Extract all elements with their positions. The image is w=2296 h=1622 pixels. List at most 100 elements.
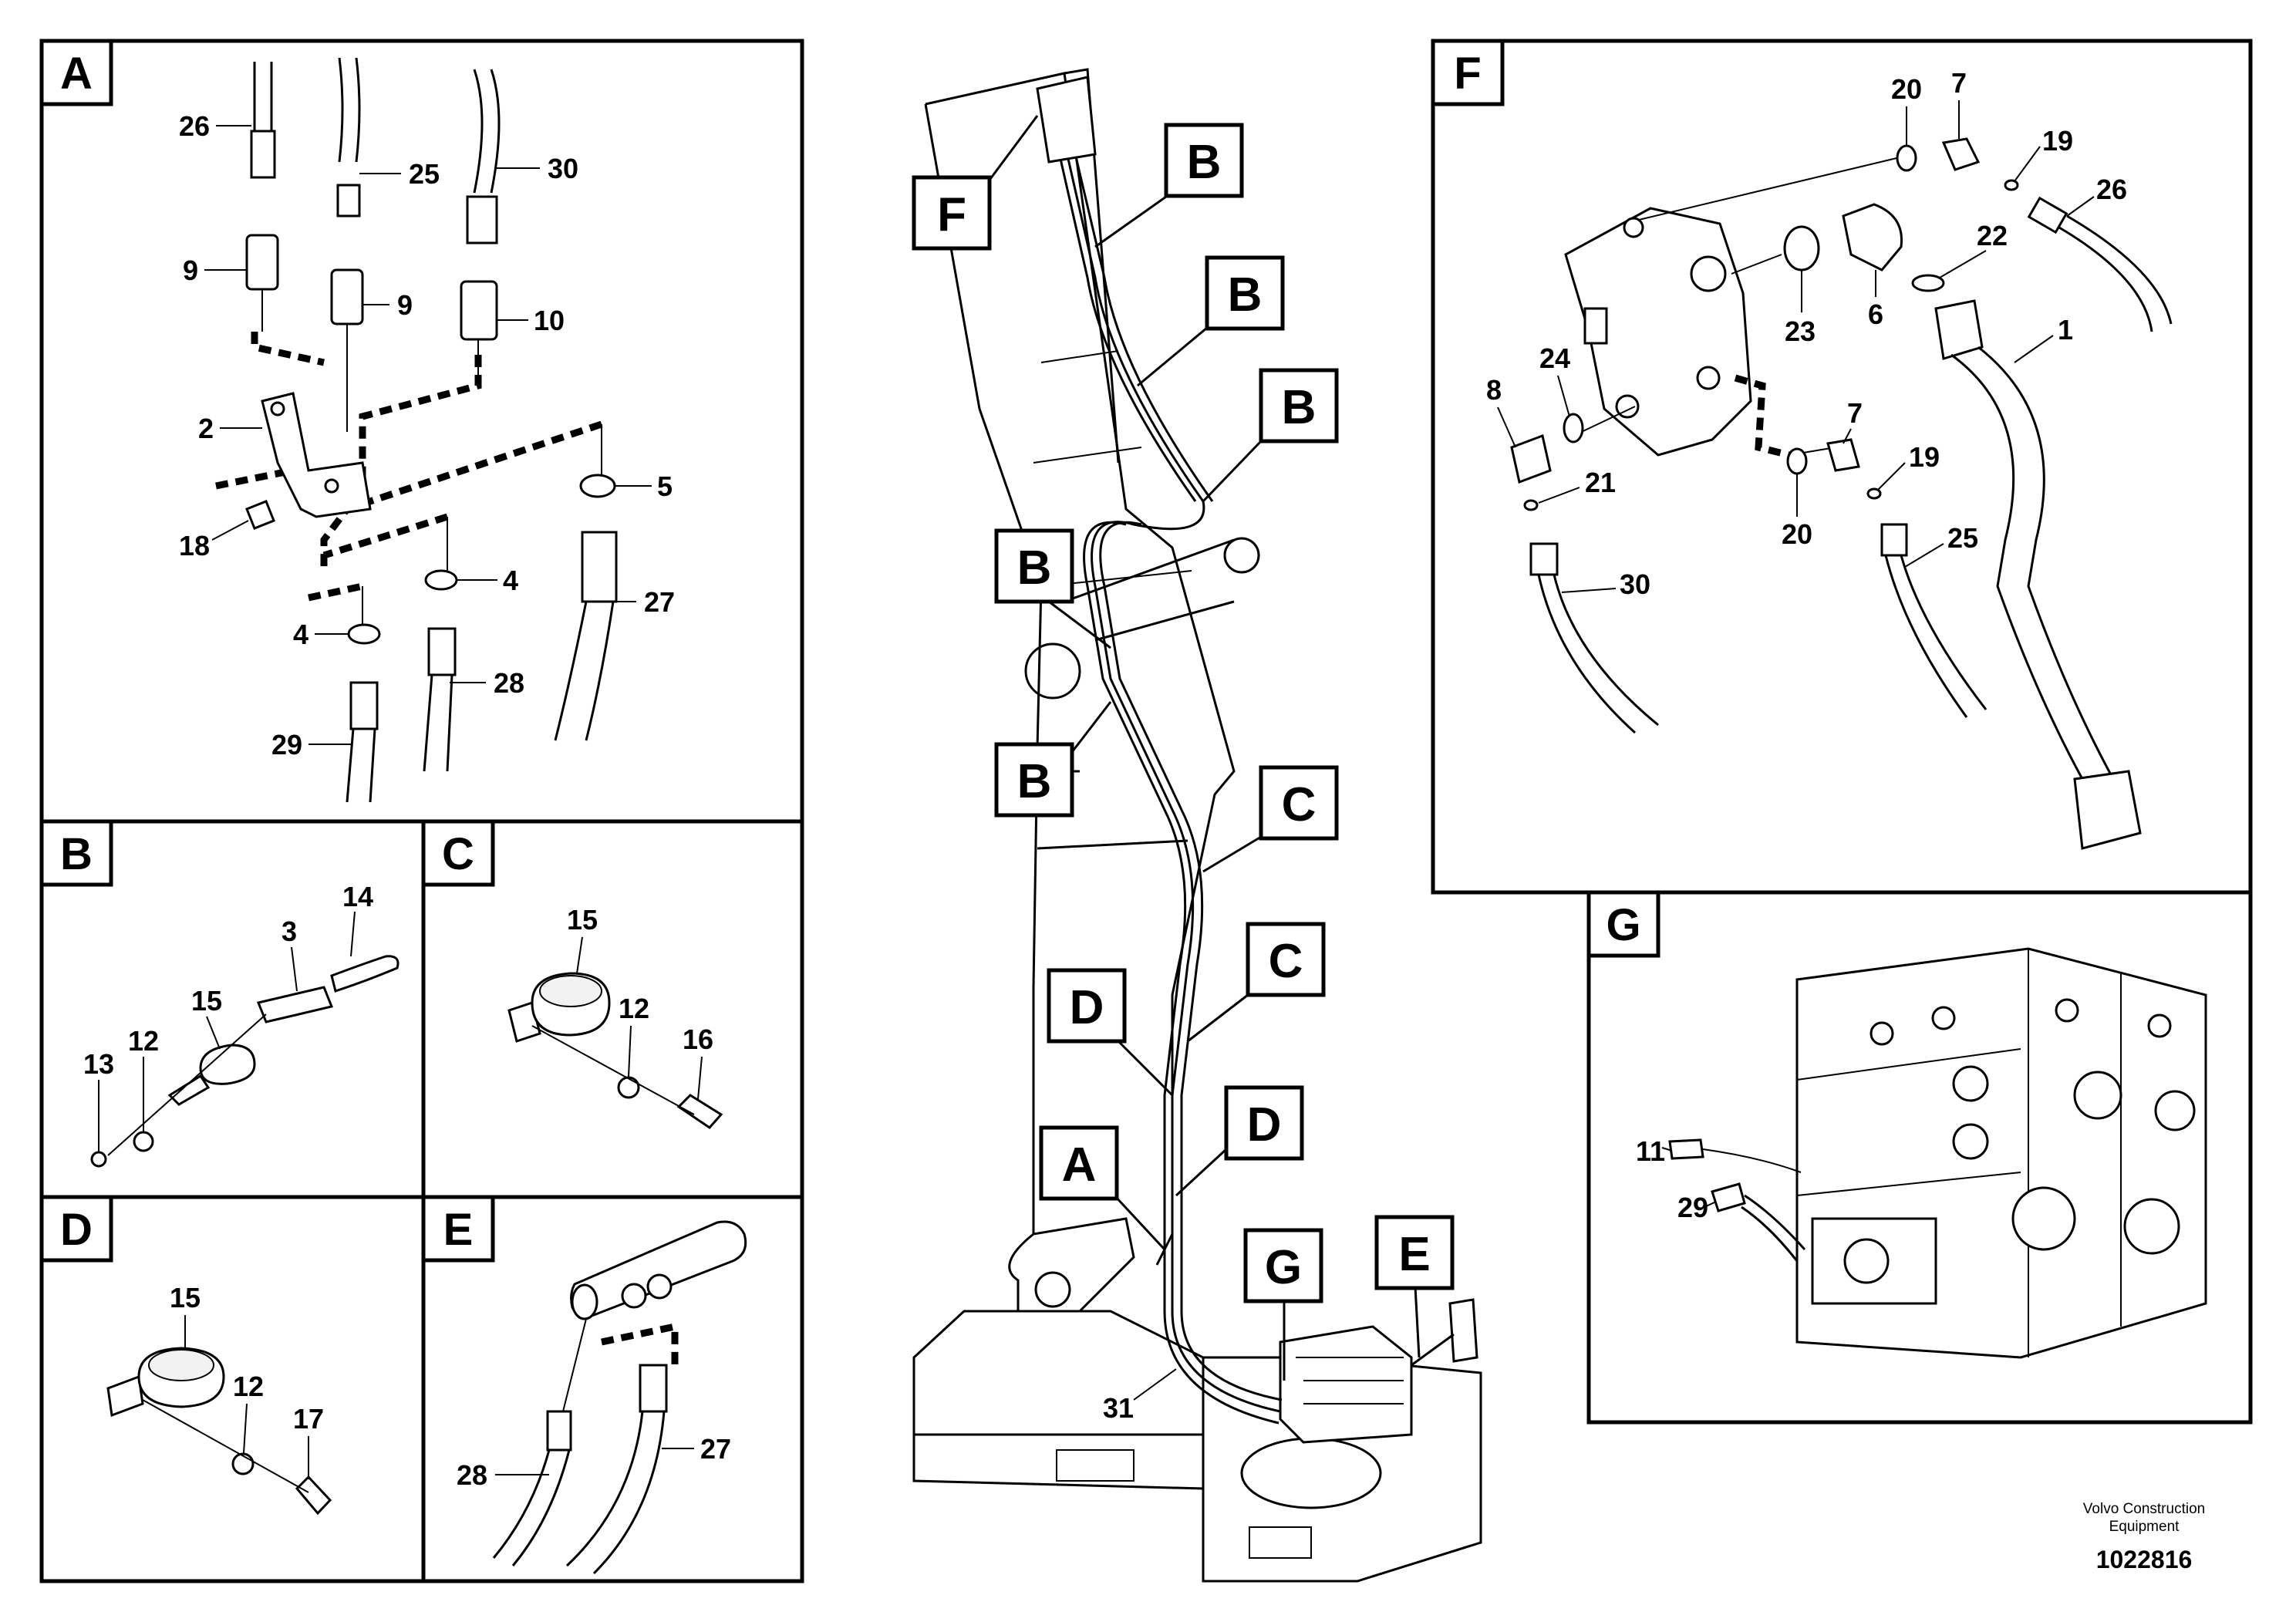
panel-g-letter: G: [1606, 900, 1640, 950]
oring-22: [1911, 274, 1945, 292]
callout-b3-leader: [1202, 440, 1263, 503]
hose-1: [1950, 346, 2115, 780]
boom-pivot: [1024, 642, 1081, 700]
adapter-9b: [330, 268, 364, 325]
adapter-10: [460, 280, 498, 341]
valve-port-5: [2123, 1198, 2180, 1255]
pilot-port-top: [1623, 217, 1644, 238]
label-21: 21: [1585, 467, 1616, 498]
leader-15b: [206, 1016, 221, 1050]
flange-1-end: [2073, 770, 2142, 850]
callout-e-text: E: [1398, 1228, 1430, 1281]
label-25: 25: [409, 158, 440, 190]
panel-c: C 15 12 16: [421, 819, 804, 1199]
clamp-15: [199, 1044, 256, 1085]
axis-c: [531, 1025, 695, 1115]
pilot-port-right: [1696, 366, 1721, 390]
leader-31: [1133, 1368, 1177, 1401]
hose-harness-3: [1047, 107, 1279, 1425]
callout-b2-text: B: [1228, 268, 1263, 322]
hose-27: [554, 601, 615, 741]
label-18: 18: [179, 530, 210, 561]
hose-30f: [1537, 574, 1659, 734]
leader-3: [291, 946, 298, 992]
callout-b1-text: B: [1187, 136, 1222, 189]
callout-b4: [994, 528, 1074, 604]
panel-d: D 15 12 17: [39, 1195, 426, 1583]
label-20b: 20: [1782, 518, 1812, 550]
manifold-e-end: [571, 1283, 598, 1320]
label-20a: 20: [1891, 73, 1922, 105]
panel-f: F 20 7: [1431, 39, 2253, 895]
base-left-bracket: [1008, 1217, 1135, 1313]
leader-19a: [2014, 146, 2041, 182]
oring-21: [1523, 499, 1539, 511]
nut-13: [90, 1151, 107, 1168]
panel-e-frame: [421, 1195, 804, 1583]
oring-20a: [1896, 144, 1917, 172]
callout-b4-leader: [1048, 600, 1111, 649]
panel-f-letter: F: [1454, 49, 1481, 99]
hose-29g: [1741, 1194, 1806, 1262]
leader-21: [1538, 487, 1580, 504]
axis-b: [107, 1013, 267, 1156]
callout-b5-leader: [1070, 701, 1112, 753]
dash-route-4: [215, 467, 294, 490]
callout-d1-text: D: [1070, 981, 1104, 1034]
leader-12c: [628, 1025, 632, 1077]
panel-a: A: [39, 39, 804, 824]
label-12d: 12: [233, 1371, 264, 1402]
label-11: 11: [1636, 1135, 1665, 1167]
pilot-label-plate: [1583, 307, 1608, 345]
dash-route-6: [308, 582, 363, 602]
fitting-25f: [1880, 523, 1908, 557]
fitting-29: [349, 681, 379, 730]
oring-23: [1783, 225, 1820, 271]
leader-30f: [1561, 588, 1617, 593]
elbow-7a: [1941, 137, 1981, 171]
label-16: 16: [683, 1023, 713, 1055]
fitting-27: [581, 531, 618, 603]
leader-11: [1661, 1147, 1673, 1152]
callout-c2-leader: [1187, 993, 1249, 1043]
line-11: [1702, 1148, 1802, 1173]
leader-8: [1497, 406, 1516, 448]
valve-sections: [1796, 949, 2122, 1357]
label-29: 29: [271, 729, 302, 760]
label-25f: 25: [1947, 522, 1978, 554]
panel-g-tag: [1586, 890, 1660, 958]
label-15b: 15: [191, 985, 222, 1017]
axis-d: [142, 1399, 309, 1493]
oring-24: [1563, 413, 1584, 443]
boom-inner-edge: [1064, 68, 1120, 464]
label-30: 30: [548, 153, 578, 184]
label-13: 13: [83, 1048, 114, 1080]
leader-1: [2014, 335, 2054, 363]
label-29g: 29: [1677, 1192, 1708, 1223]
leader-22: [1939, 250, 1987, 278]
panel-g-frame: [1586, 890, 2253, 1425]
pump-e: [1448, 1298, 1478, 1363]
clip-14: [330, 955, 400, 993]
label-22: 22: [1977, 220, 2008, 251]
footer-drawing-number: 1022816: [2096, 1546, 2193, 1573]
valve-port-6: [2073, 1071, 2122, 1120]
label-24: 24: [1539, 342, 1570, 374]
cylinder-rods: [1064, 538, 1235, 642]
washer-12c: [617, 1076, 640, 1099]
panel-b: B 14 3 15 12 13: [39, 819, 426, 1199]
panel-d-letter: D: [60, 1205, 93, 1255]
callout-d1-leader: [1117, 1040, 1174, 1097]
callout-g-text: G: [1265, 1241, 1302, 1294]
fitting-26f: [2027, 196, 2068, 234]
leader-14: [350, 911, 356, 957]
label-30f: 30: [1620, 568, 1650, 600]
callout-a-text: A: [1062, 1138, 1097, 1192]
callout-b3: [1259, 368, 1339, 443]
leader-26f: [2066, 196, 2095, 217]
dash-route-f: [1734, 374, 1791, 459]
label-19b: 19: [1909, 441, 1940, 473]
valve-port-3: [1952, 1123, 1989, 1160]
nut-5: [579, 474, 616, 498]
